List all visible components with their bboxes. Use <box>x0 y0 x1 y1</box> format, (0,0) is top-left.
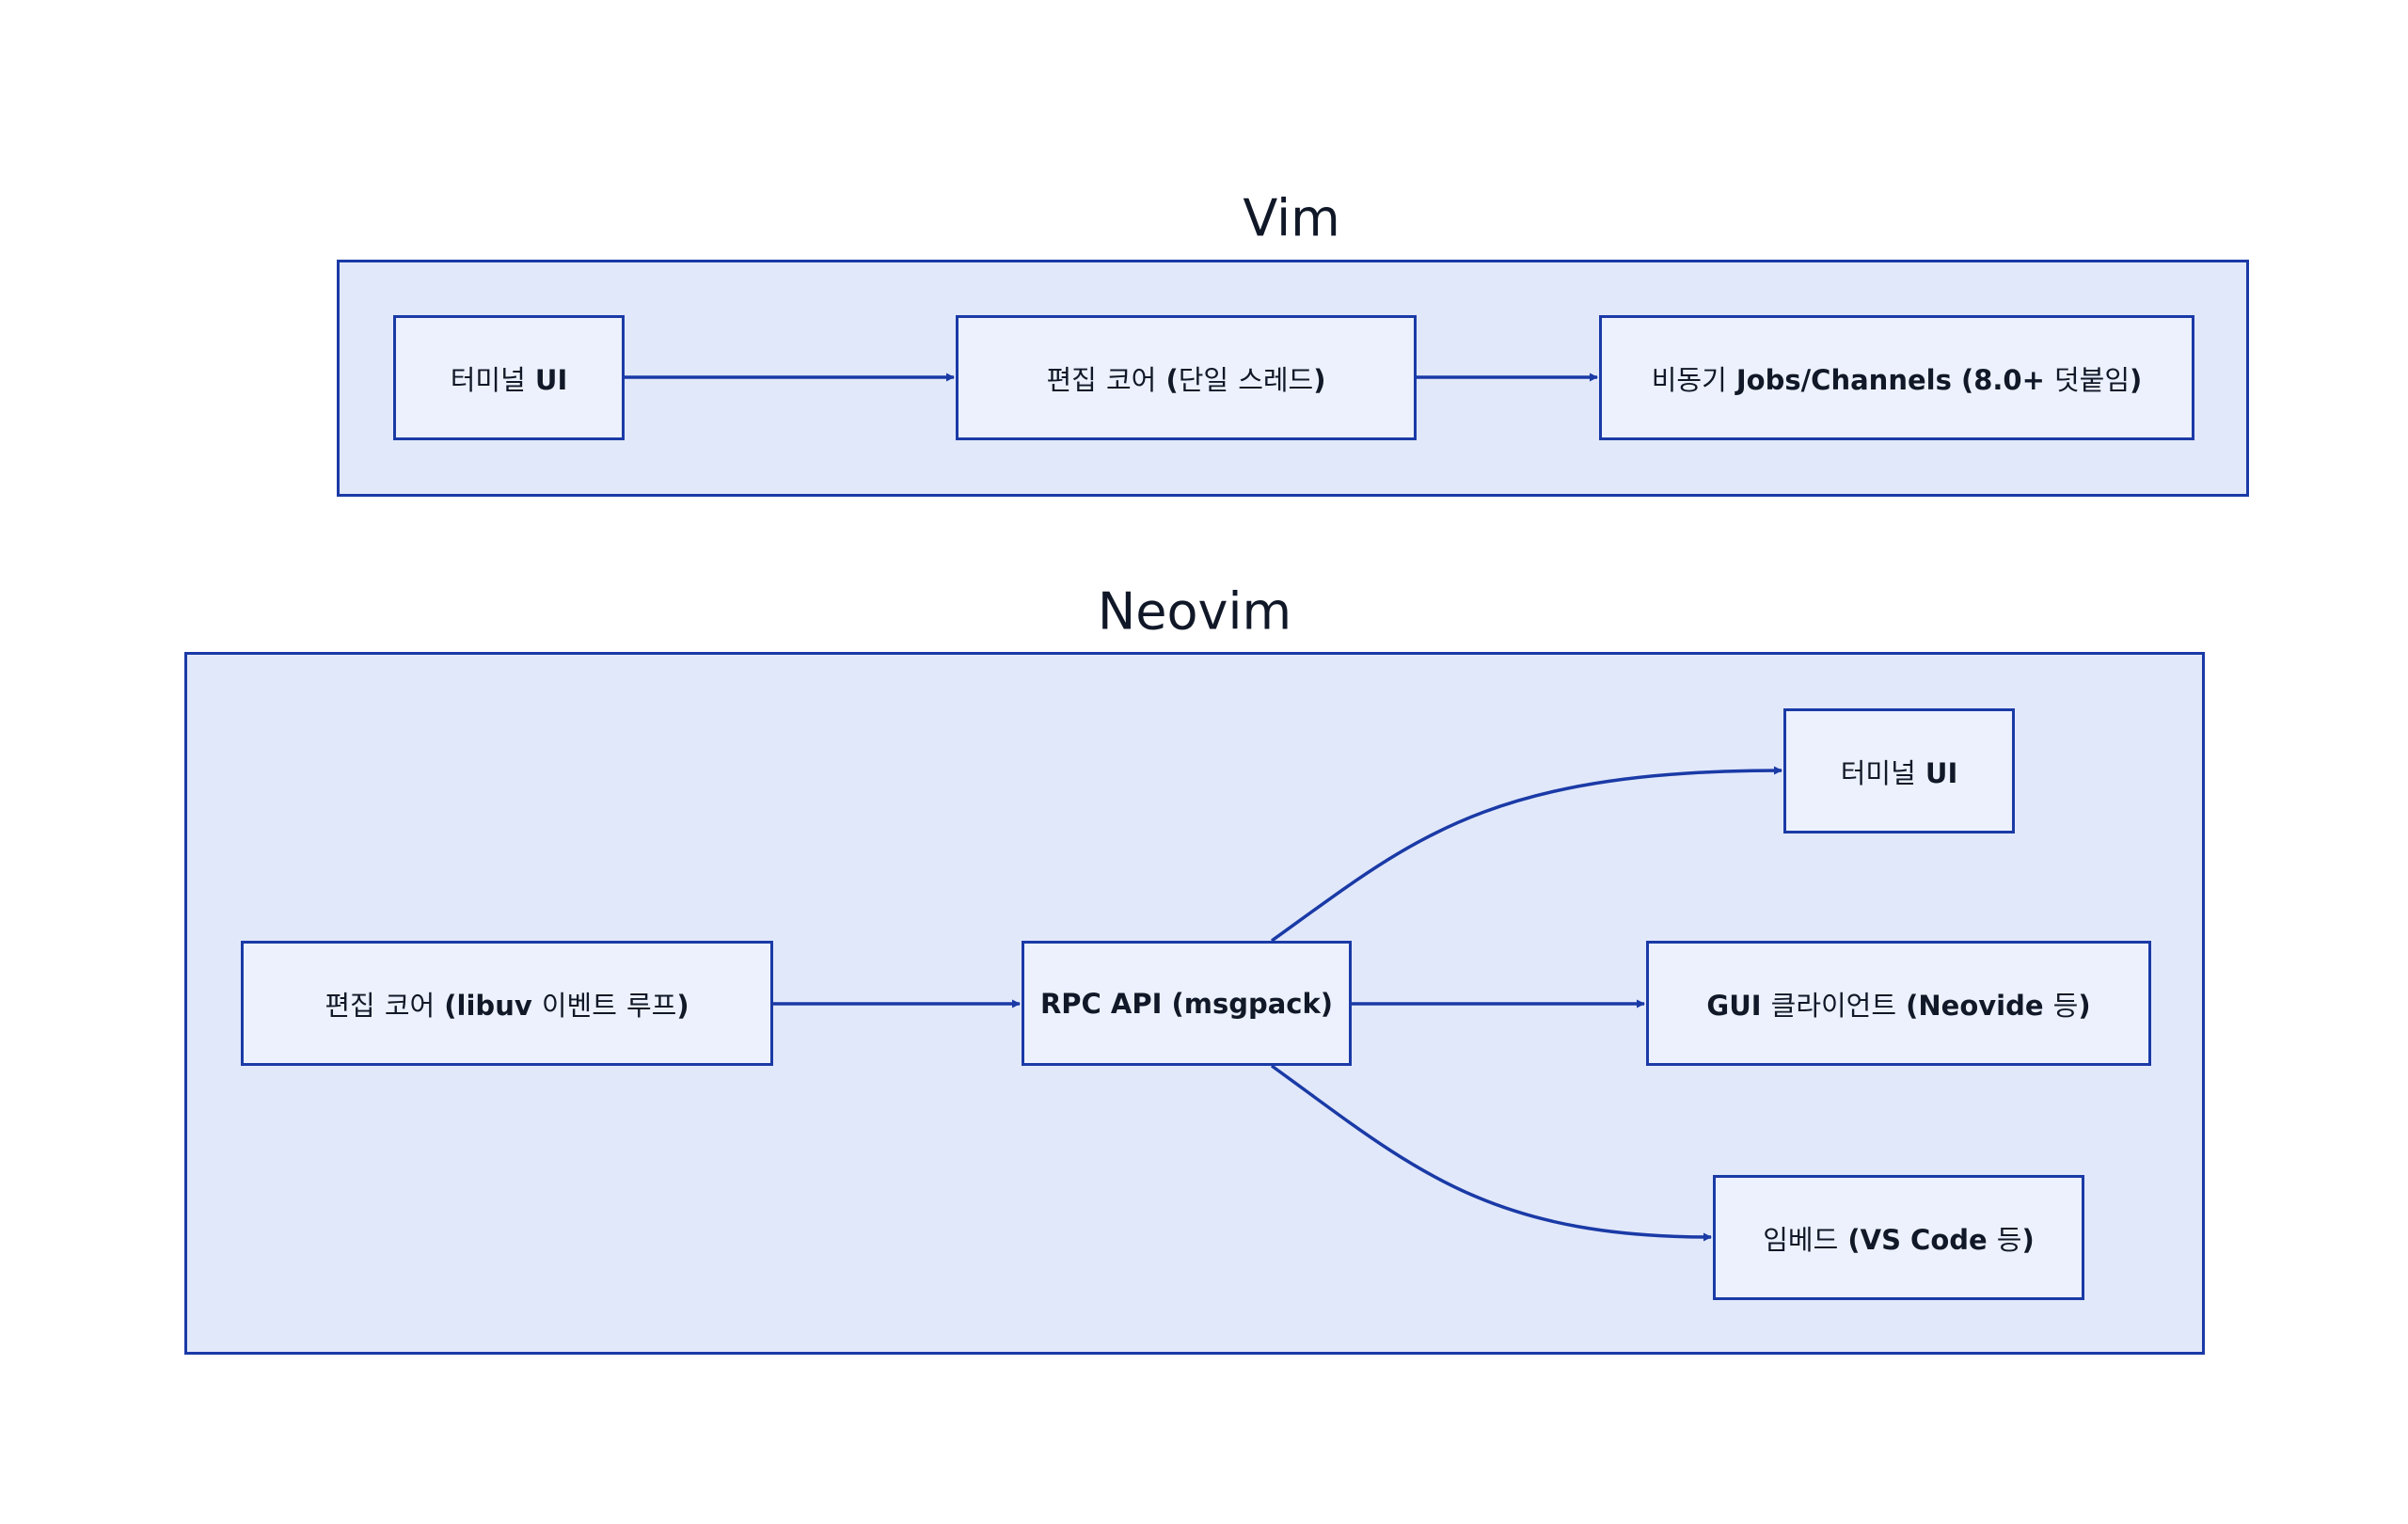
neovim-group-title: Neovim <box>1097 581 1292 642</box>
neovim-terminal-ui-label: 터미널 UI <box>1840 756 1958 789</box>
neovim-editing-core-node: 편집 코어 (libuv 이벤트 루프) <box>241 941 773 1066</box>
neovim-gui-client-node: GUI 클라이언트 (Neovide 등) <box>1646 941 2151 1066</box>
vim-terminal-ui-label: 터미널 UI <box>450 363 568 396</box>
neovim-gui-client-label: GUI 클라이언트 (Neovide 등) <box>1706 989 2091 1022</box>
edge-neovim-rpc-to-terminal <box>1270 766 1782 943</box>
vim-group-title: Vim <box>1243 188 1340 248</box>
neovim-editing-core-label: 편집 코어 (libuv 이벤트 루프) <box>325 989 689 1022</box>
neovim-terminal-ui-node: 터미널 UI <box>1783 708 2015 833</box>
edge-neovim-rpc-to-embed <box>1270 1064 1712 1242</box>
neovim-embed-node: 임베드 (VS Code 등) <box>1713 1175 2084 1300</box>
vim-editing-core-node: 편집 코어 (단일 스레드) <box>956 315 1417 440</box>
vim-async-jobs-node: 비동기 Jobs/Channels (8.0+ 덧붙임) <box>1599 315 2194 440</box>
vim-terminal-ui-node: 터미널 UI <box>393 315 625 440</box>
neovim-rpc-api-node: RPC API (msgpack) <box>1022 941 1352 1066</box>
neovim-embed-label: 임베드 (VS Code 등) <box>1763 1223 2035 1256</box>
vim-editing-core-label: 편집 코어 (단일 스레드) <box>1046 363 1326 396</box>
neovim-rpc-api-label: RPC API (msgpack) <box>1039 987 1334 1020</box>
vim-async-jobs-label: 비동기 Jobs/Channels (8.0+ 덧붙임) <box>1651 363 2143 396</box>
